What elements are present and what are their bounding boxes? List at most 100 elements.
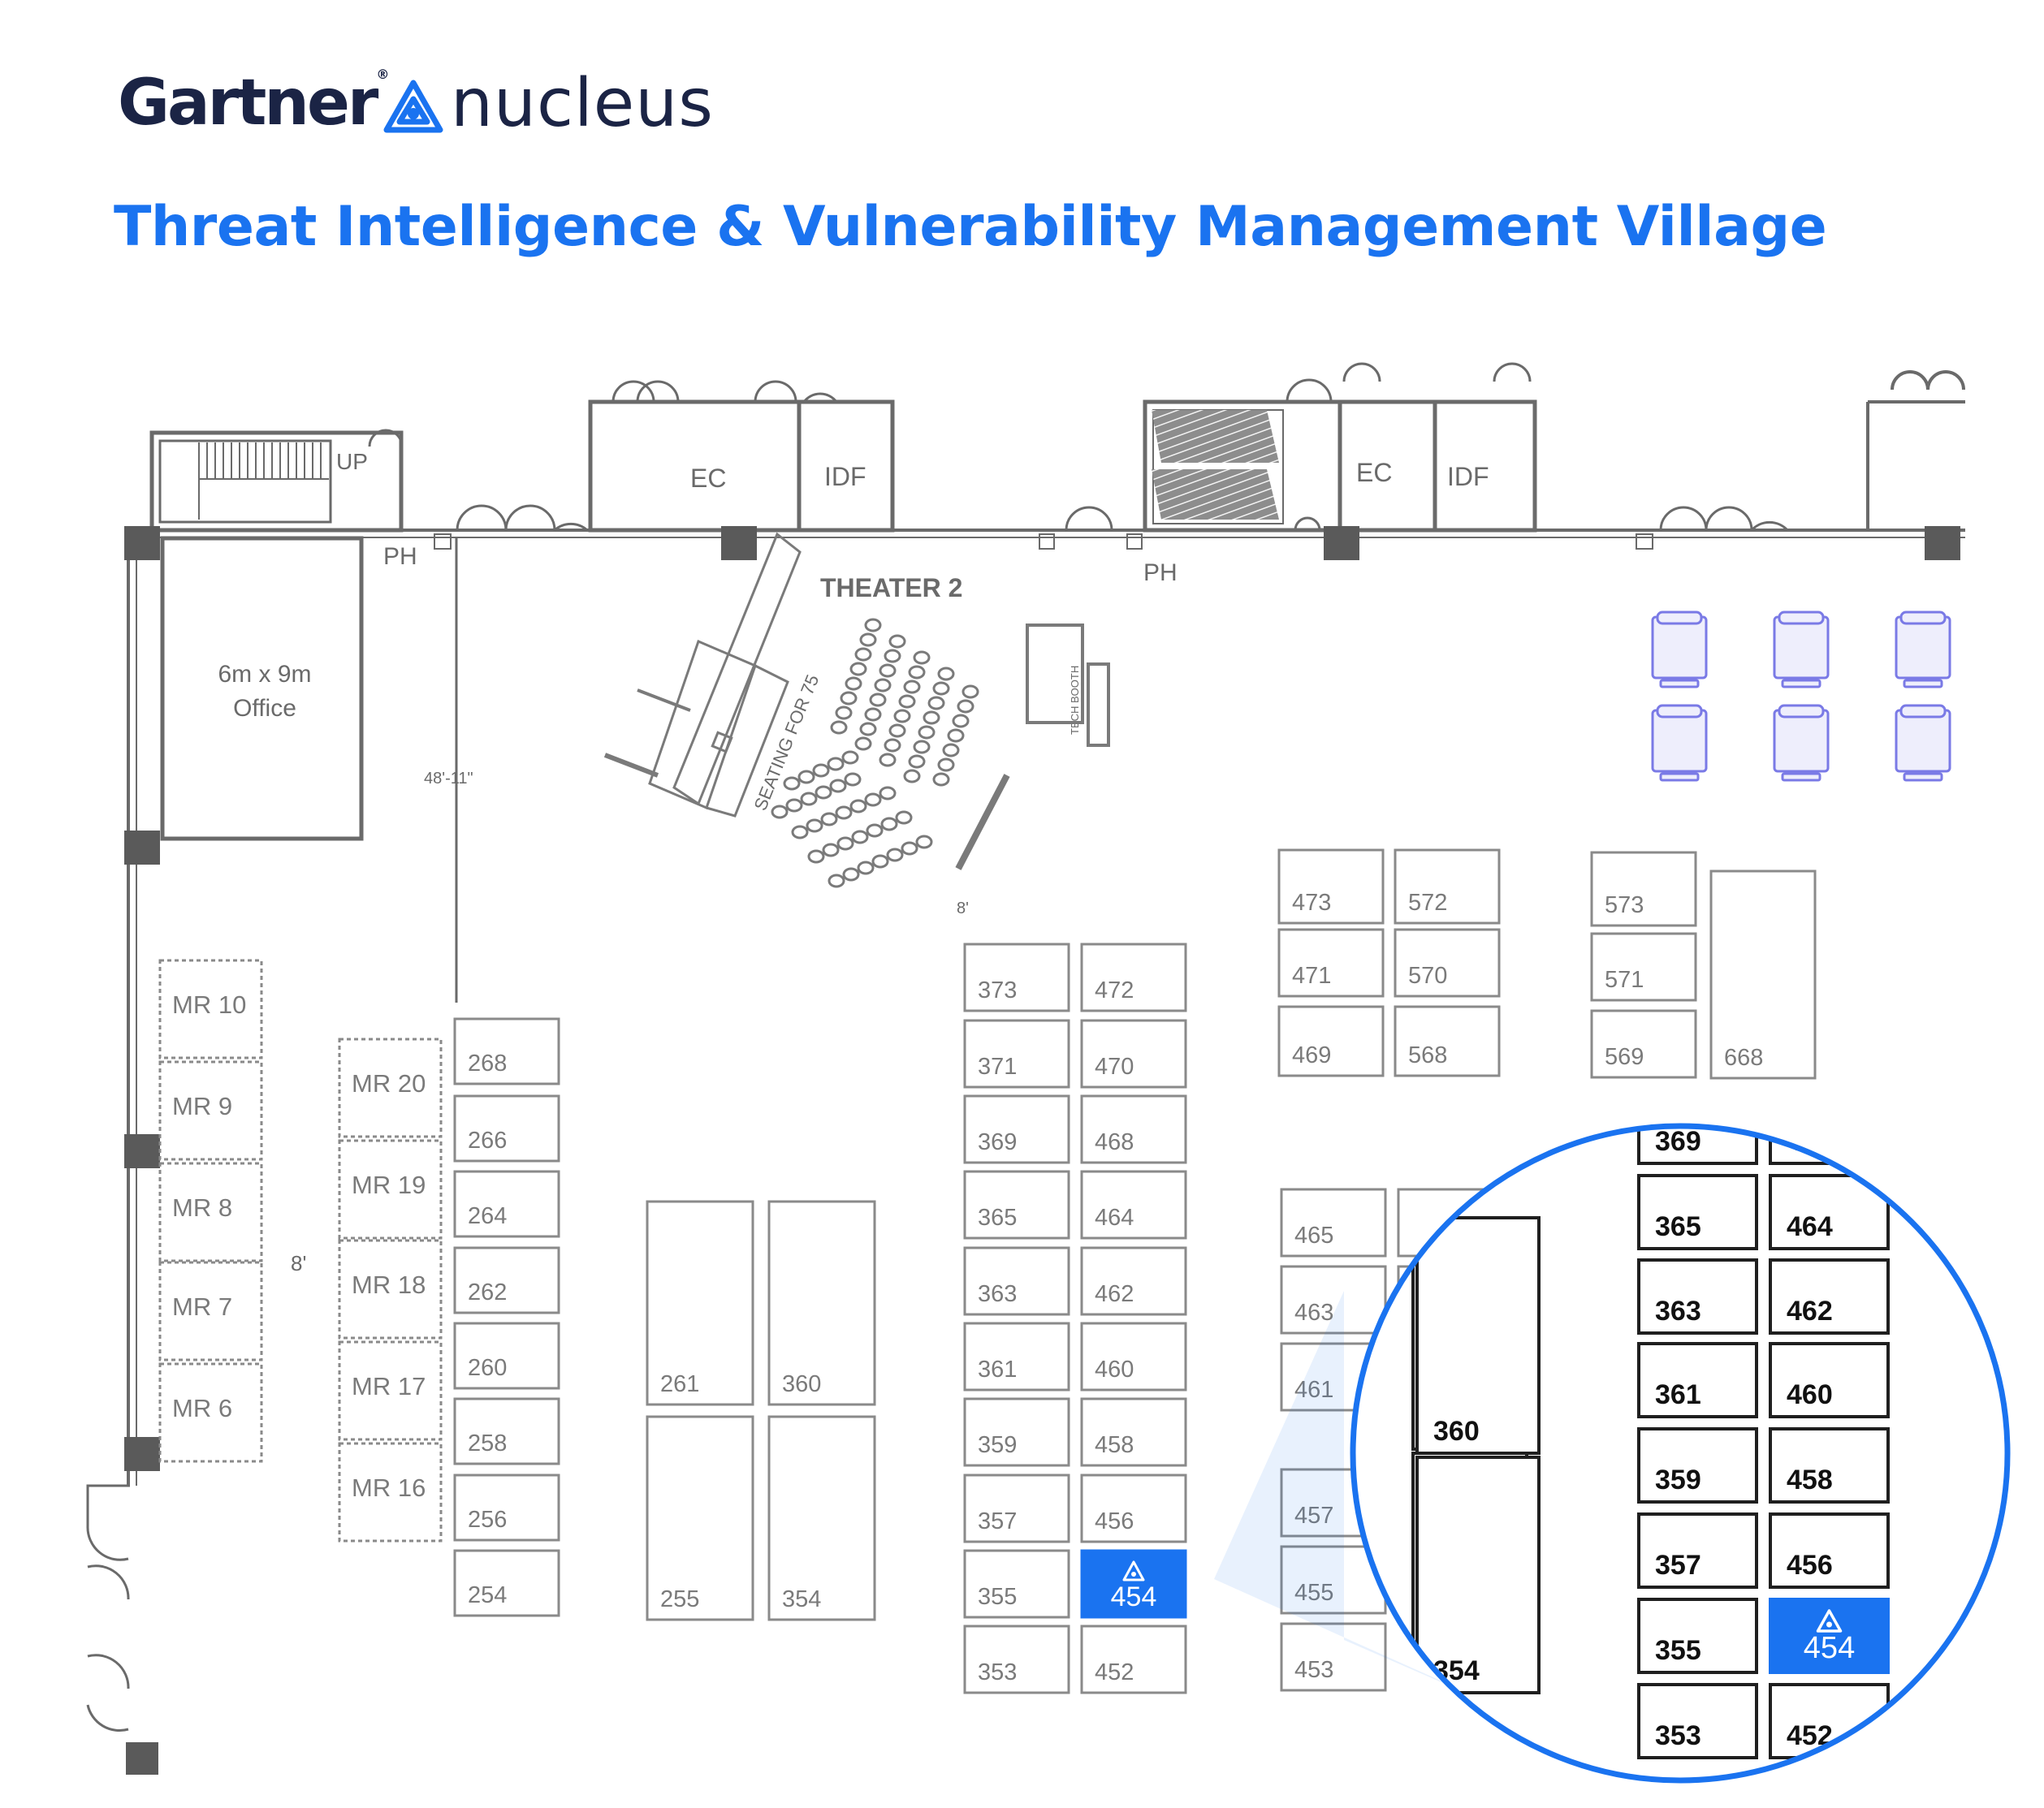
booth-number: 256 — [468, 1507, 507, 1533]
booth-number: 460 — [1095, 1357, 1134, 1383]
booth-highlighted[interactable]: 454 — [1080, 1549, 1187, 1619]
booth[interactable]: 266 — [453, 1094, 560, 1163]
zoom-booth-number: 462 — [1787, 1296, 1833, 1327]
booth[interactable]: 258 — [453, 1397, 560, 1465]
nucleus-logo-icon — [1816, 1609, 1843, 1633]
booth[interactable]: 255 — [646, 1415, 754, 1621]
booth[interactable]: 357 — [963, 1474, 1070, 1543]
dimension-width-label: 48'-11" — [424, 770, 473, 787]
booth-number: 464 — [1095, 1205, 1134, 1231]
booth[interactable]: 354 — [767, 1415, 876, 1621]
meeting-room-label: MR 10 — [172, 990, 246, 1019]
booth[interactable]: 465 — [1280, 1188, 1387, 1258]
booth[interactable]: 464 — [1080, 1170, 1187, 1240]
lounge-furniture — [1651, 611, 1951, 782]
booth[interactable]: 472 — [1080, 943, 1187, 1012]
booth[interactable]: 264 — [453, 1170, 560, 1238]
booth-number: 264 — [468, 1203, 507, 1229]
booth[interactable]: 470 — [1080, 1019, 1187, 1089]
booth[interactable]: 260 — [453, 1322, 560, 1390]
booth-number: 255 — [660, 1586, 699, 1612]
booth[interactable]: 355 — [963, 1549, 1070, 1619]
seating-label: SEATING FOR 75 — [750, 671, 823, 813]
nucleus-logo-icon — [1122, 1560, 1145, 1581]
booth[interactable]: 568 — [1394, 1005, 1501, 1077]
booth[interactable]: 570 — [1394, 928, 1501, 998]
booth-number: 260 — [468, 1355, 507, 1381]
booth[interactable]: 571 — [1590, 932, 1697, 1002]
zoom-booth-number: 458 — [1787, 1465, 1833, 1495]
booth-number: 354 — [782, 1586, 821, 1612]
booth[interactable]: 453 — [1280, 1622, 1387, 1692]
booth[interactable]: 262 — [453, 1246, 560, 1314]
booth-number: 463 — [1294, 1300, 1333, 1326]
booth[interactable]: 473 — [1277, 848, 1385, 925]
structural-columns — [124, 526, 1960, 1775]
booth[interactable]: 572 — [1394, 848, 1501, 925]
meeting-room: MR 7 — [158, 1261, 263, 1361]
zoom-booth-highlighted: 454 — [1769, 1598, 1890, 1674]
zoom-booth-number: 365 — [1655, 1211, 1701, 1242]
booth[interactable]: 452 — [1080, 1625, 1187, 1694]
booth[interactable]: 462 — [1080, 1246, 1187, 1316]
booth[interactable]: 569 — [1590, 1009, 1697, 1079]
booth-number: 261 — [660, 1371, 699, 1397]
booth[interactable]: 254 — [453, 1549, 560, 1617]
booth[interactable]: 268 — [453, 1017, 560, 1085]
booth[interactable]: 373 — [963, 943, 1070, 1012]
booth-number: 369 — [978, 1129, 1017, 1155]
theater-label: THEATER 2 — [820, 573, 962, 602]
booth[interactable]: 460 — [1080, 1322, 1187, 1392]
booth[interactable]: 361 — [963, 1322, 1070, 1392]
up-label: UP — [336, 449, 368, 474]
zoom-booth-number: 355 — [1655, 1635, 1701, 1666]
meeting-room-label: MR 7 — [172, 1292, 232, 1321]
meeting-room-label: MR 6 — [172, 1394, 232, 1422]
booth[interactable]: 469 — [1277, 1005, 1385, 1077]
booth[interactable]: 371 — [963, 1019, 1070, 1089]
booth[interactable]: 359 — [963, 1397, 1070, 1467]
booth-number: 258 — [468, 1430, 507, 1456]
zoom-booth-number: 369 — [1655, 1126, 1701, 1157]
lounge-icon — [1773, 611, 1830, 688]
booth-number: 462 — [1095, 1281, 1134, 1307]
ramp-dimension-label: 8' — [957, 900, 969, 917]
zoom-booth: 355 — [1637, 1598, 1758, 1674]
booth-number: 371 — [978, 1054, 1017, 1080]
idf-right-label: IDF — [1447, 462, 1489, 491]
stair-hatch — [1152, 410, 1279, 520]
zoom-booth: 361 — [1637, 1342, 1758, 1418]
booth-number: 353 — [978, 1659, 1017, 1685]
meeting-room-label: MR 19 — [352, 1171, 426, 1199]
zoom-booth: 365 — [1637, 1174, 1758, 1250]
zoom-booth-number: 464 — [1787, 1211, 1833, 1242]
booth[interactable]: 353 — [963, 1625, 1070, 1694]
meeting-room: MR 9 — [158, 1060, 263, 1161]
booth[interactable]: 261 — [646, 1200, 754, 1406]
booth[interactable]: 456 — [1080, 1474, 1187, 1543]
booth[interactable]: 471 — [1277, 928, 1385, 998]
booth[interactable]: 363 — [963, 1246, 1070, 1316]
booth[interactable]: 365 — [963, 1170, 1070, 1240]
meeting-room-label: MR 20 — [352, 1069, 426, 1098]
booth-number: 359 — [978, 1432, 1017, 1458]
booth-number: 262 — [468, 1279, 507, 1305]
zoom-booth: 46 — [1769, 1126, 1890, 1165]
booth[interactable]: 468 — [1080, 1094, 1187, 1164]
booth-number: 454 — [1111, 1581, 1157, 1612]
zoom-booth: 360 — [1415, 1216, 1541, 1455]
booth[interactable]: 360 — [767, 1200, 876, 1406]
booth[interactable]: 458 — [1080, 1397, 1187, 1467]
zoom-booth-number: 460 — [1787, 1379, 1833, 1410]
booth-number: 473 — [1292, 890, 1331, 916]
booth[interactable]: 573 — [1590, 851, 1697, 927]
booth[interactable]: 256 — [453, 1474, 560, 1542]
booth[interactable]: 369 — [963, 1094, 1070, 1164]
booth[interactable]: 668 — [1709, 869, 1817, 1080]
booth-number: 461 — [1294, 1377, 1333, 1403]
meeting-room: MR 8 — [158, 1162, 263, 1262]
booth[interactable]: 463 — [1280, 1265, 1387, 1335]
zoom-booth-number: 456 — [1787, 1550, 1833, 1581]
